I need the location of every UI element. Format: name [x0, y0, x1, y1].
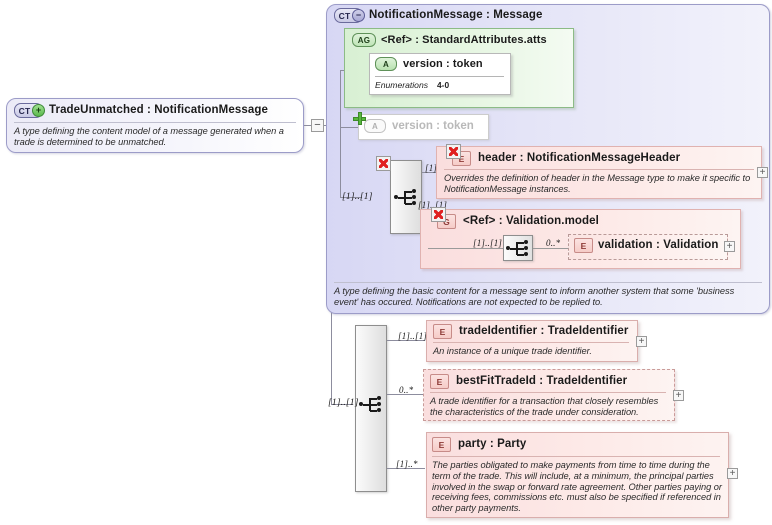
element-bestfittradeid-box[interactable]	[423, 369, 675, 421]
group-validation-model-badge-label: G	[443, 216, 450, 227]
element-tradeidentifier-expander[interactable]: +	[636, 336, 647, 347]
element-header-documentation: Overrides the definition of header in th…	[444, 173, 751, 194]
expand-plus-label: +	[35, 105, 42, 115]
element-party-title: party : Party	[458, 438, 527, 450]
element-validation-icon: E	[574, 238, 593, 253]
element-tradeidentifier-divider	[433, 342, 629, 343]
element-header-title: header : NotificationMessageHeader	[478, 152, 681, 164]
connector-root-to-expander	[304, 125, 312, 126]
group-validation-model-title: <Ref> : Validation.model	[463, 215, 599, 227]
validation-element-multiplicity: 0..*	[546, 238, 561, 248]
element-validation-box[interactable]	[568, 234, 728, 260]
attribute-group-badge-label: AG	[357, 35, 371, 45]
attribute-divider	[375, 76, 504, 77]
base-type-divider	[334, 282, 762, 283]
element-tradeidentifier-badge-label: E	[439, 326, 446, 337]
base-collapse-minus-label: −	[355, 10, 362, 20]
connector-compositor-to-header	[422, 172, 436, 173]
element-tradeidentifier-documentation: An instance of a unique trade identifier…	[433, 346, 592, 356]
complex-type-badge-label: CT	[18, 105, 31, 116]
added-attribute-icon: A	[364, 119, 386, 133]
attribute-title: version : token	[403, 58, 483, 70]
element-tradeidentifier-expander-label: +	[638, 335, 645, 347]
attribute-group-icon: AG	[352, 33, 376, 47]
collapse-minus-button[interactable]: −	[311, 119, 324, 132]
element-bestfittradeid-title: bestFitTradeId : TradeIdentifier	[456, 375, 628, 387]
sequence-glyph-icon	[394, 188, 420, 206]
element-validation-title: validation : Validation	[598, 239, 719, 251]
attribute-group-title: <Ref> : StandardAttributes.atts	[381, 34, 547, 46]
root-type-divider	[14, 122, 296, 123]
root-type-title: TradeUnmatched : NotificationMessage	[49, 104, 268, 116]
connector-own-to-bestfittradeid	[387, 394, 425, 395]
element-bestfittradeid-icon: E	[430, 374, 449, 389]
element-header-deprecated-icon	[446, 144, 461, 159]
element-validation-badge-label: E	[580, 240, 587, 251]
connector-inner-compositor-to-validation	[533, 248, 569, 249]
attribute-facet-value: 4-0	[437, 80, 450, 90]
connector-own-to-tradeidentifier	[387, 340, 425, 341]
group-validation-model-deprecated-icon	[431, 207, 446, 222]
base-internal-rail	[340, 70, 341, 198]
element-bestfittradeid-expander[interactable]: +	[673, 390, 684, 401]
validation-inner-compositor-multiplicity: [1]..[1]	[473, 238, 503, 248]
added-attribute-badge-label: A	[372, 121, 378, 131]
connector-group-to-inner-compositor	[428, 248, 503, 249]
base-type-documentation: A type defining the basic content for a …	[334, 286, 735, 307]
root-type-documentation: A type defining the content model of a m…	[14, 126, 284, 147]
base-compositor-deprecated-icon	[376, 156, 391, 171]
base-collapse-minus-icon[interactable]: −	[352, 9, 365, 22]
element-header-expander-label: +	[759, 166, 766, 178]
element-bestfittradeid-documentation: A trade identifier for a transaction tha…	[430, 396, 659, 417]
own-sequence-compositor[interactable]	[355, 325, 387, 492]
element-validation-expander[interactable]: +	[724, 241, 735, 252]
base-complex-type-badge-label: CT	[338, 10, 351, 21]
element-tradeidentifier-icon: E	[433, 324, 452, 339]
connector-own-to-party	[387, 468, 425, 469]
validation-sequence-glyph-icon	[506, 239, 532, 257]
element-bestfittradeid-divider	[430, 392, 666, 393]
element-tradeidentifier-box[interactable]	[426, 320, 638, 362]
element-header-divider	[444, 169, 754, 170]
element-bestfittradeid-badge-label: E	[436, 376, 443, 387]
attribute-facet-label: Enumerations	[375, 80, 429, 90]
attribute-box[interactable]	[369, 53, 511, 95]
own-sequence-glyph-icon	[359, 395, 385, 413]
validation-group-multiplicity: [1]..[1]	[418, 200, 448, 210]
attribute-icon: A	[375, 57, 397, 71]
base-rail-to-added-attribute	[340, 127, 362, 128]
element-party-box[interactable]	[426, 432, 729, 518]
connector-trunk-to-own-compositor	[331, 404, 353, 405]
expand-plus-icon[interactable]: +	[32, 104, 45, 117]
own-compositor-multiplicity: [1]..[1]	[328, 398, 359, 408]
base-type-title: NotificationMessage : Message	[369, 9, 543, 21]
base-rail-to-compositor	[340, 197, 362, 198]
element-party-expander-label: +	[729, 467, 736, 479]
element-bestfittradeid-expander-label: +	[675, 389, 682, 401]
root-type-box[interactable]	[6, 98, 304, 153]
element-tradeidentifier-title: tradeIdentifier : TradeIdentifier	[459, 325, 629, 337]
attribute-badge-label: A	[383, 59, 389, 69]
party-multiplicity: [1]..*	[396, 459, 418, 469]
bestfittradeid-multiplicity: 0..*	[399, 385, 414, 395]
element-party-divider	[432, 456, 720, 457]
element-header-expander[interactable]: +	[757, 167, 768, 178]
element-validation-expander-label: +	[726, 240, 733, 252]
added-marker-plus-icon	[353, 112, 366, 125]
added-attribute-title: version : token	[392, 120, 474, 132]
element-party-expander[interactable]: +	[727, 468, 738, 479]
collapse-minus-label: −	[314, 119, 321, 131]
element-header-box[interactable]	[436, 146, 762, 199]
element-header-badge-label: E	[458, 153, 465, 164]
base-compositor-multiplicity: [1]..[1]	[342, 192, 373, 202]
tradeidentifier-multiplicity: [1]..[1]	[398, 331, 428, 341]
element-party-icon: E	[432, 437, 451, 452]
element-party-documentation: The parties obligated to make payments f…	[432, 460, 722, 514]
element-party-badge-label: E	[438, 439, 445, 450]
